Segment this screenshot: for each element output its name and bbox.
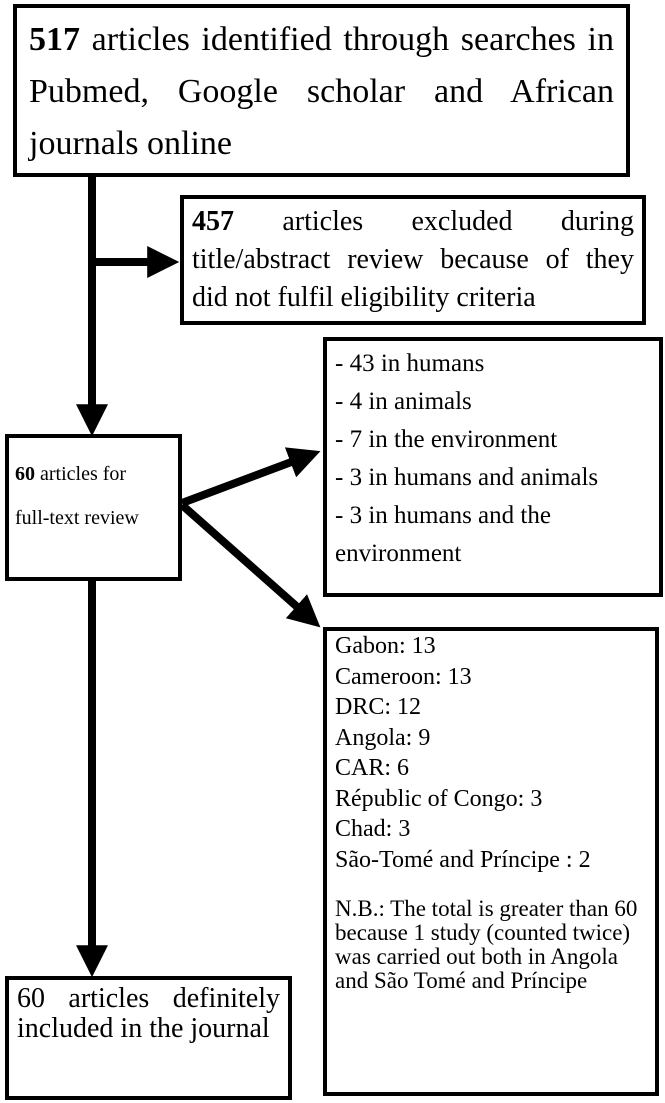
identified-articles-box: 517 articles identified through searches… — [13, 4, 630, 177]
arrow-to-categories — [180, 447, 321, 507]
included-text: 60 articles definitely included in the j… — [17, 983, 280, 1044]
full-text-label-1: articles for — [35, 463, 127, 485]
country-item: Républic of Congo: 3 — [335, 785, 543, 812]
included-articles-box: 60 articles definitely included in the j… — [5, 976, 292, 1100]
full-text-review-box: 60 articles for full-text review — [5, 434, 182, 581]
identified-text: articles identified through searches in … — [29, 21, 614, 162]
country-item: Gabon: 13 — [335, 633, 436, 659]
excluded-count: 457 — [192, 206, 234, 237]
excluded-articles-box: 457 articles excluded during title/abstr… — [180, 195, 646, 325]
category-item: - 4 in animals — [335, 388, 472, 415]
category-item: environment — [335, 540, 462, 567]
country-breakdown-box: Gabon: 13 Cameroon: 13 DRC: 12 Angola: 9… — [323, 627, 659, 1096]
note-text: N.B.: The total is greater than 60 becau… — [335, 896, 638, 993]
study-population-box: - 43 in humans - 4 in animals - 7 in the… — [323, 337, 663, 597]
country-item: CAR: 6 — [335, 755, 410, 781]
category-item: - 3 in humans and the — [335, 502, 551, 529]
full-text-label-2: full-text review — [15, 507, 139, 529]
country-item: Chad: 3 — [335, 816, 411, 842]
country-item: Cameroon: 13 — [335, 663, 472, 690]
identified-count: 517 — [29, 21, 80, 58]
category-item: - 3 in humans and animals — [335, 464, 599, 491]
country-item: São-Tomé and Príncipe : 2 — [335, 846, 591, 873]
arrow-to-countries — [179, 502, 321, 628]
full-text-line-1: 60 articles for — [15, 452, 172, 496]
full-text-count: 60 — [15, 463, 35, 485]
excluded-text: articles excluded during title/abstract … — [192, 206, 634, 313]
category-item: - 43 in humans — [335, 350, 485, 377]
country-item: DRC: 12 — [335, 694, 422, 720]
country-item: Angola: 9 — [335, 724, 431, 751]
category-item: - 7 in the environment — [335, 426, 558, 453]
